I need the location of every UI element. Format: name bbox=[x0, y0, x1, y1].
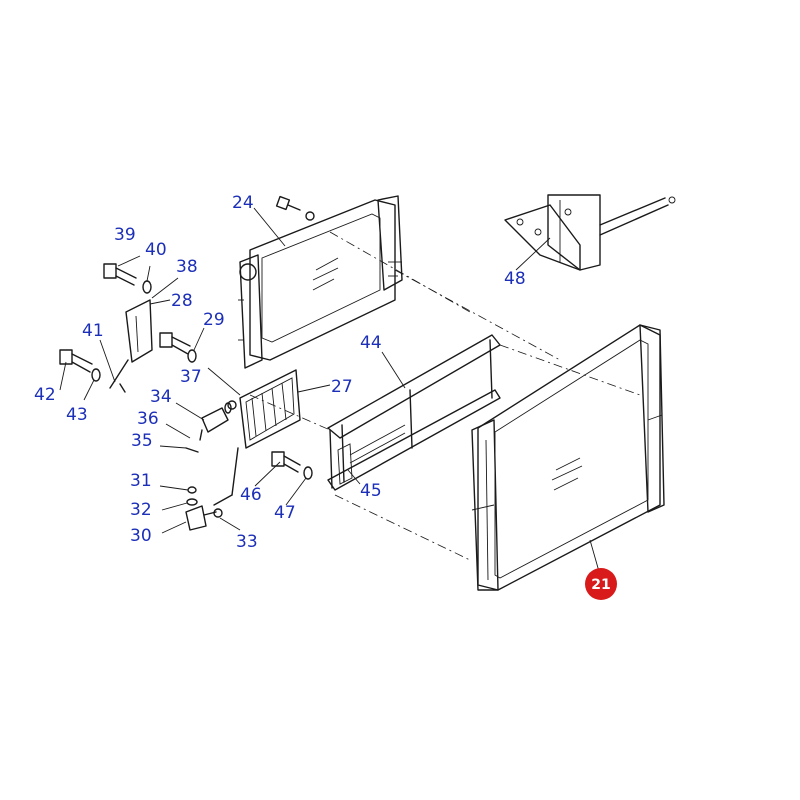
callout-43: 43 bbox=[66, 405, 88, 425]
callout-31: 31 bbox=[130, 471, 152, 491]
upper-bolt bbox=[275, 195, 315, 221]
bolt-46 bbox=[271, 451, 301, 473]
callout-38: 38 bbox=[176, 257, 198, 277]
o-ring-31 bbox=[187, 486, 197, 494]
mounting-frame bbox=[327, 334, 501, 491]
mounting-bracket bbox=[504, 194, 676, 271]
washer-47 bbox=[303, 466, 313, 480]
callout-36: 36 bbox=[137, 409, 159, 429]
badge-number: 21 bbox=[591, 577, 610, 593]
callout-27: 27 bbox=[331, 377, 353, 397]
support-plate bbox=[109, 299, 153, 393]
washer-40 bbox=[142, 280, 152, 294]
callout-48: 48 bbox=[504, 269, 526, 289]
oil-cooler bbox=[213, 369, 301, 506]
bolt-42 bbox=[59, 349, 101, 382]
leader-lines bbox=[59, 207, 601, 576]
hose-33 bbox=[213, 508, 223, 518]
badge-circle bbox=[585, 568, 617, 600]
bolt-29 bbox=[159, 332, 197, 363]
callout-35: 35 bbox=[131, 431, 153, 451]
callout-44: 44 bbox=[360, 333, 382, 353]
callout-46: 46 bbox=[240, 485, 262, 505]
callout-labels: 24 39 40 38 28 29 41 42 43 37 34 36 35 2… bbox=[34, 193, 526, 552]
callout-28: 28 bbox=[171, 291, 193, 311]
callout-45: 45 bbox=[360, 481, 382, 501]
callout-24: 24 bbox=[232, 193, 254, 213]
part-21-badge: 21 bbox=[585, 568, 617, 600]
callout-34: 34 bbox=[150, 387, 172, 407]
callout-47: 47 bbox=[274, 503, 296, 523]
upper-radiator bbox=[238, 195, 403, 369]
callout-37: 37 bbox=[180, 367, 202, 387]
main-radiator bbox=[471, 324, 665, 591]
callout-29: 29 bbox=[203, 310, 225, 330]
bolt-39 bbox=[103, 263, 137, 286]
callout-41: 41 bbox=[82, 321, 104, 341]
callout-32: 32 bbox=[130, 500, 152, 520]
elbow-30 bbox=[185, 505, 217, 531]
callout-30: 30 bbox=[130, 526, 152, 546]
callout-39: 39 bbox=[114, 225, 136, 245]
pin-35 bbox=[185, 447, 199, 453]
o-ring-32 bbox=[186, 498, 198, 506]
fitting-34 bbox=[199, 402, 232, 441]
assembly-guide-lines bbox=[249, 231, 641, 561]
callout-33: 33 bbox=[236, 532, 258, 552]
callout-40: 40 bbox=[145, 240, 167, 260]
callout-42: 42 bbox=[34, 385, 56, 405]
